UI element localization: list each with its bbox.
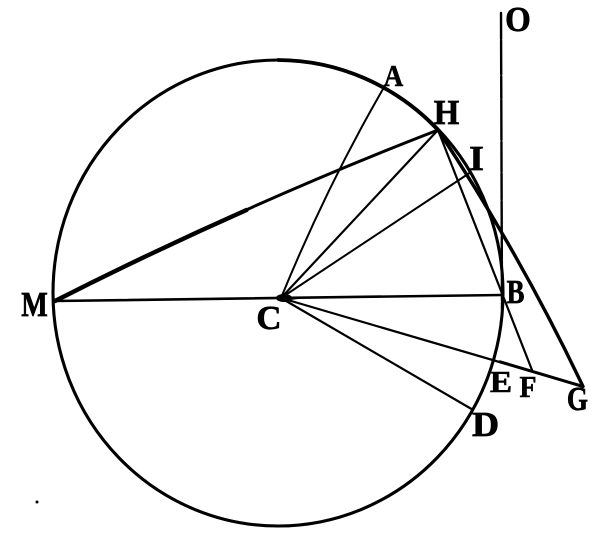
svg-text:D: D <box>472 405 499 444</box>
svg-text:F: F <box>520 371 537 405</box>
svg-text:G: G <box>567 380 588 417</box>
svg-text:C: C <box>256 301 281 337</box>
svg-text:M: M <box>21 285 48 324</box>
svg-text:I: I <box>469 138 484 177</box>
svg-text:H: H <box>434 94 460 132</box>
svg-text:A: A <box>384 60 404 94</box>
svg-text:B: B <box>507 273 525 311</box>
svg-text:O: O <box>505 1 531 39</box>
svg-text:E: E <box>490 364 512 398</box>
